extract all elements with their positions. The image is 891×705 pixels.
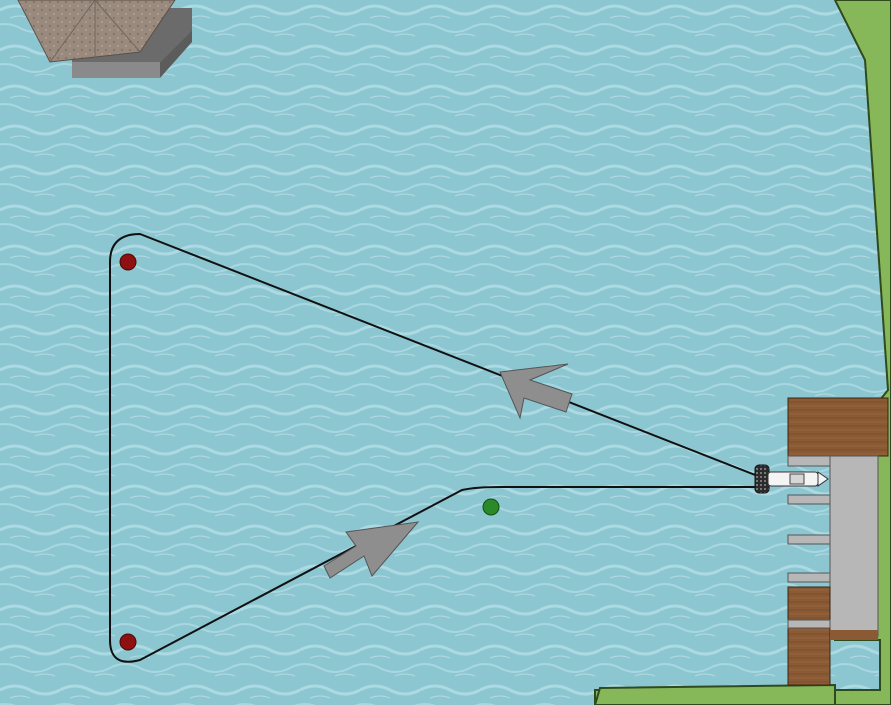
- boat-icon: [754, 464, 829, 494]
- dock: [787, 397, 889, 686]
- arrow-upward: [323, 521, 420, 579]
- arrow-return: [499, 363, 573, 420]
- course-path: [109, 233, 769, 663]
- boathouse-building: [17, 0, 192, 78]
- buoy-red-lower-left: [119, 633, 137, 651]
- buoy-green-start: [482, 498, 500, 516]
- buoy-red-upper-left: [119, 253, 137, 271]
- lower-bank: [593, 683, 836, 705]
